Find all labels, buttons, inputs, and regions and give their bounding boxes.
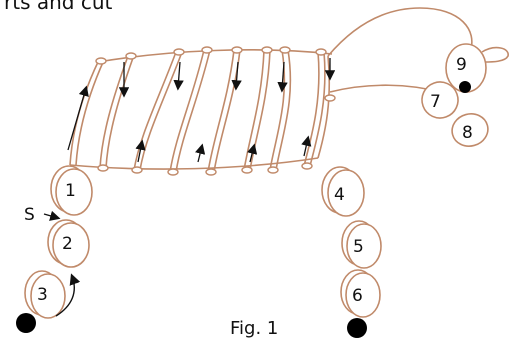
neck-lower-outline [330,85,440,92]
start-label: S [24,205,35,225]
stitch-ovals [96,47,335,175]
label-4: 4 [334,185,345,205]
start-dot [16,313,36,333]
ear-shape [482,48,508,62]
label-8: 8 [462,123,473,143]
label-6: 6 [352,286,363,306]
left-leg [25,166,92,318]
start-arrow [44,214,58,218]
label-1: 1 [65,181,76,201]
head [417,44,492,150]
figure-caption: Fig. 1 [230,318,278,339]
label-2: 2 [62,234,73,254]
eye-dot [459,81,471,93]
label-9: 9 [456,55,467,75]
label-3: 3 [37,285,48,305]
end-dot [347,318,367,338]
label-7: 7 [430,92,441,112]
label-5: 5 [353,237,364,257]
neck-outline [328,8,472,56]
